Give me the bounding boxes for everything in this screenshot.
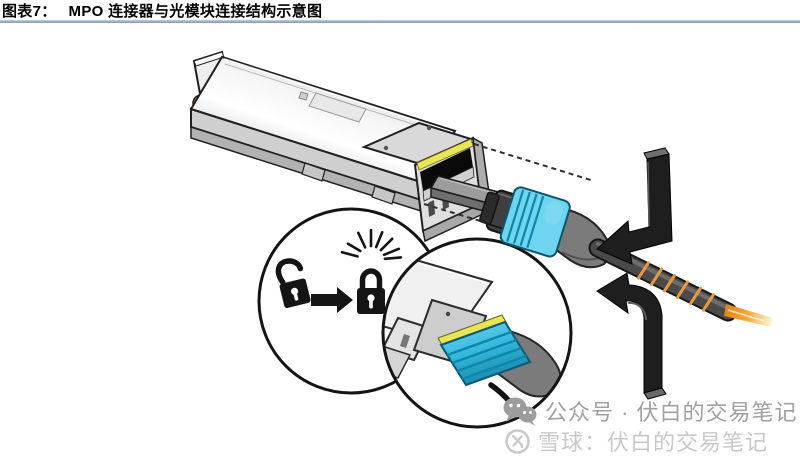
- click-rays: [340, 228, 403, 261]
- watermark-xueqiu: 雪球：伏白的交易笔记: [504, 425, 768, 457]
- cable-orange-marks: [637, 261, 715, 312]
- figure-title-text: MPO 连接器与光模块连接结构示意图: [68, 3, 323, 20]
- module-label-recess: [308, 92, 367, 123]
- figure-number: 图表7：: [2, 3, 57, 20]
- lock-closed-icon: [357, 268, 385, 314]
- closeup-content: [383, 250, 571, 421]
- watermark-xueqiu-text: 雪球：伏白的交易笔记: [538, 430, 769, 455]
- module-receptacle: [413, 136, 491, 243]
- mpo-connector: [479, 186, 611, 269]
- xueqiu-icon: [505, 428, 530, 454]
- mpo-cyan-collar: [499, 186, 571, 258]
- arrow-right-icon: [311, 287, 353, 313]
- figure-title: 图表7： MPO 连接器与光模块连接结构示意图: [2, 0, 323, 20]
- lock-open-icon: [275, 258, 311, 309]
- watermark-wechat-text: 公众号 · 伏白的交易笔记: [545, 400, 798, 425]
- receptacle-yellow-stripe: [416, 138, 474, 171]
- push-arrow-top: [596, 147, 673, 265]
- receptacle-opening: [420, 148, 473, 191]
- qsfp-module: [189, 50, 508, 243]
- push-arrow-bottom: [596, 272, 667, 400]
- watermark-wechat: 公众号 · 伏白的交易笔记: [502, 395, 798, 427]
- title-divider: [0, 20, 800, 23]
- closeup-inset: [381, 237, 573, 429]
- wechat-icon: [503, 397, 537, 426]
